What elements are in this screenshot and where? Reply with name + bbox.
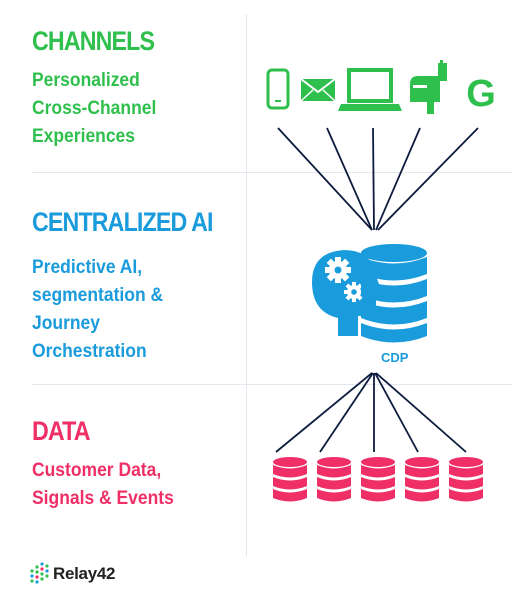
connector-line — [326, 127, 373, 231]
connector-line — [375, 127, 421, 231]
divider-ai-data — [32, 384, 512, 385]
connector-line — [377, 127, 479, 231]
data-connector-lines — [275, 372, 467, 453]
data-description: Customer Data, Signals & Events — [32, 457, 174, 513]
relay42-logo-text: Relay42 — [53, 564, 116, 583]
connector-line — [275, 372, 373, 453]
centralized-line-2: segmentation & — [32, 285, 164, 306]
vertical-divider — [246, 14, 247, 556]
data-line-1: Customer Data, — [32, 460, 162, 481]
data-databases — [273, 457, 483, 502]
channels-line-1: Personalized — [32, 70, 140, 91]
channels-line-3: Experiences — [32, 126, 136, 147]
divider-channels-ai — [32, 172, 512, 173]
channels-description: Personalized Cross-Channel Experiences — [32, 67, 156, 151]
database-icon — [273, 457, 307, 502]
channels-line-2: Cross-Channel — [32, 98, 157, 119]
relay42-logo-mark — [30, 562, 49, 584]
database-icon — [449, 457, 483, 502]
database-icon — [317, 457, 351, 502]
connector-line — [372, 127, 375, 231]
centralized-line-4: Orchestration — [32, 341, 147, 362]
centralized-ai-title: CENTRALIZED AI — [32, 207, 213, 237]
direct-mail-mailbox-icon — [410, 60, 447, 114]
connector-line — [319, 372, 374, 453]
data-line-2: Signals & Events — [32, 488, 174, 509]
connector-line — [374, 372, 419, 453]
data-title: DATA — [32, 416, 90, 446]
mobile-phone-icon — [266, 68, 290, 110]
database-icon — [361, 457, 395, 502]
centralized-ai-description: Predictive AI, segmentation & Journey Or… — [32, 254, 163, 366]
channel-connector-lines — [277, 127, 479, 231]
centralized-line-3: Journey — [32, 313, 101, 334]
cdp-database-icon — [361, 244, 427, 343]
channels-title: CHANNELS — [32, 26, 155, 56]
cdp-label: CDP — [381, 350, 409, 365]
google-icon: G — [466, 73, 496, 115]
database-icon — [405, 457, 439, 502]
svg-text:G: G — [466, 73, 496, 115]
connector-line — [375, 372, 467, 453]
laptop-icon — [338, 68, 402, 111]
email-envelope-icon — [300, 78, 336, 102]
centralized-line-1: Predictive AI, — [32, 257, 143, 278]
connector-line — [277, 127, 373, 231]
